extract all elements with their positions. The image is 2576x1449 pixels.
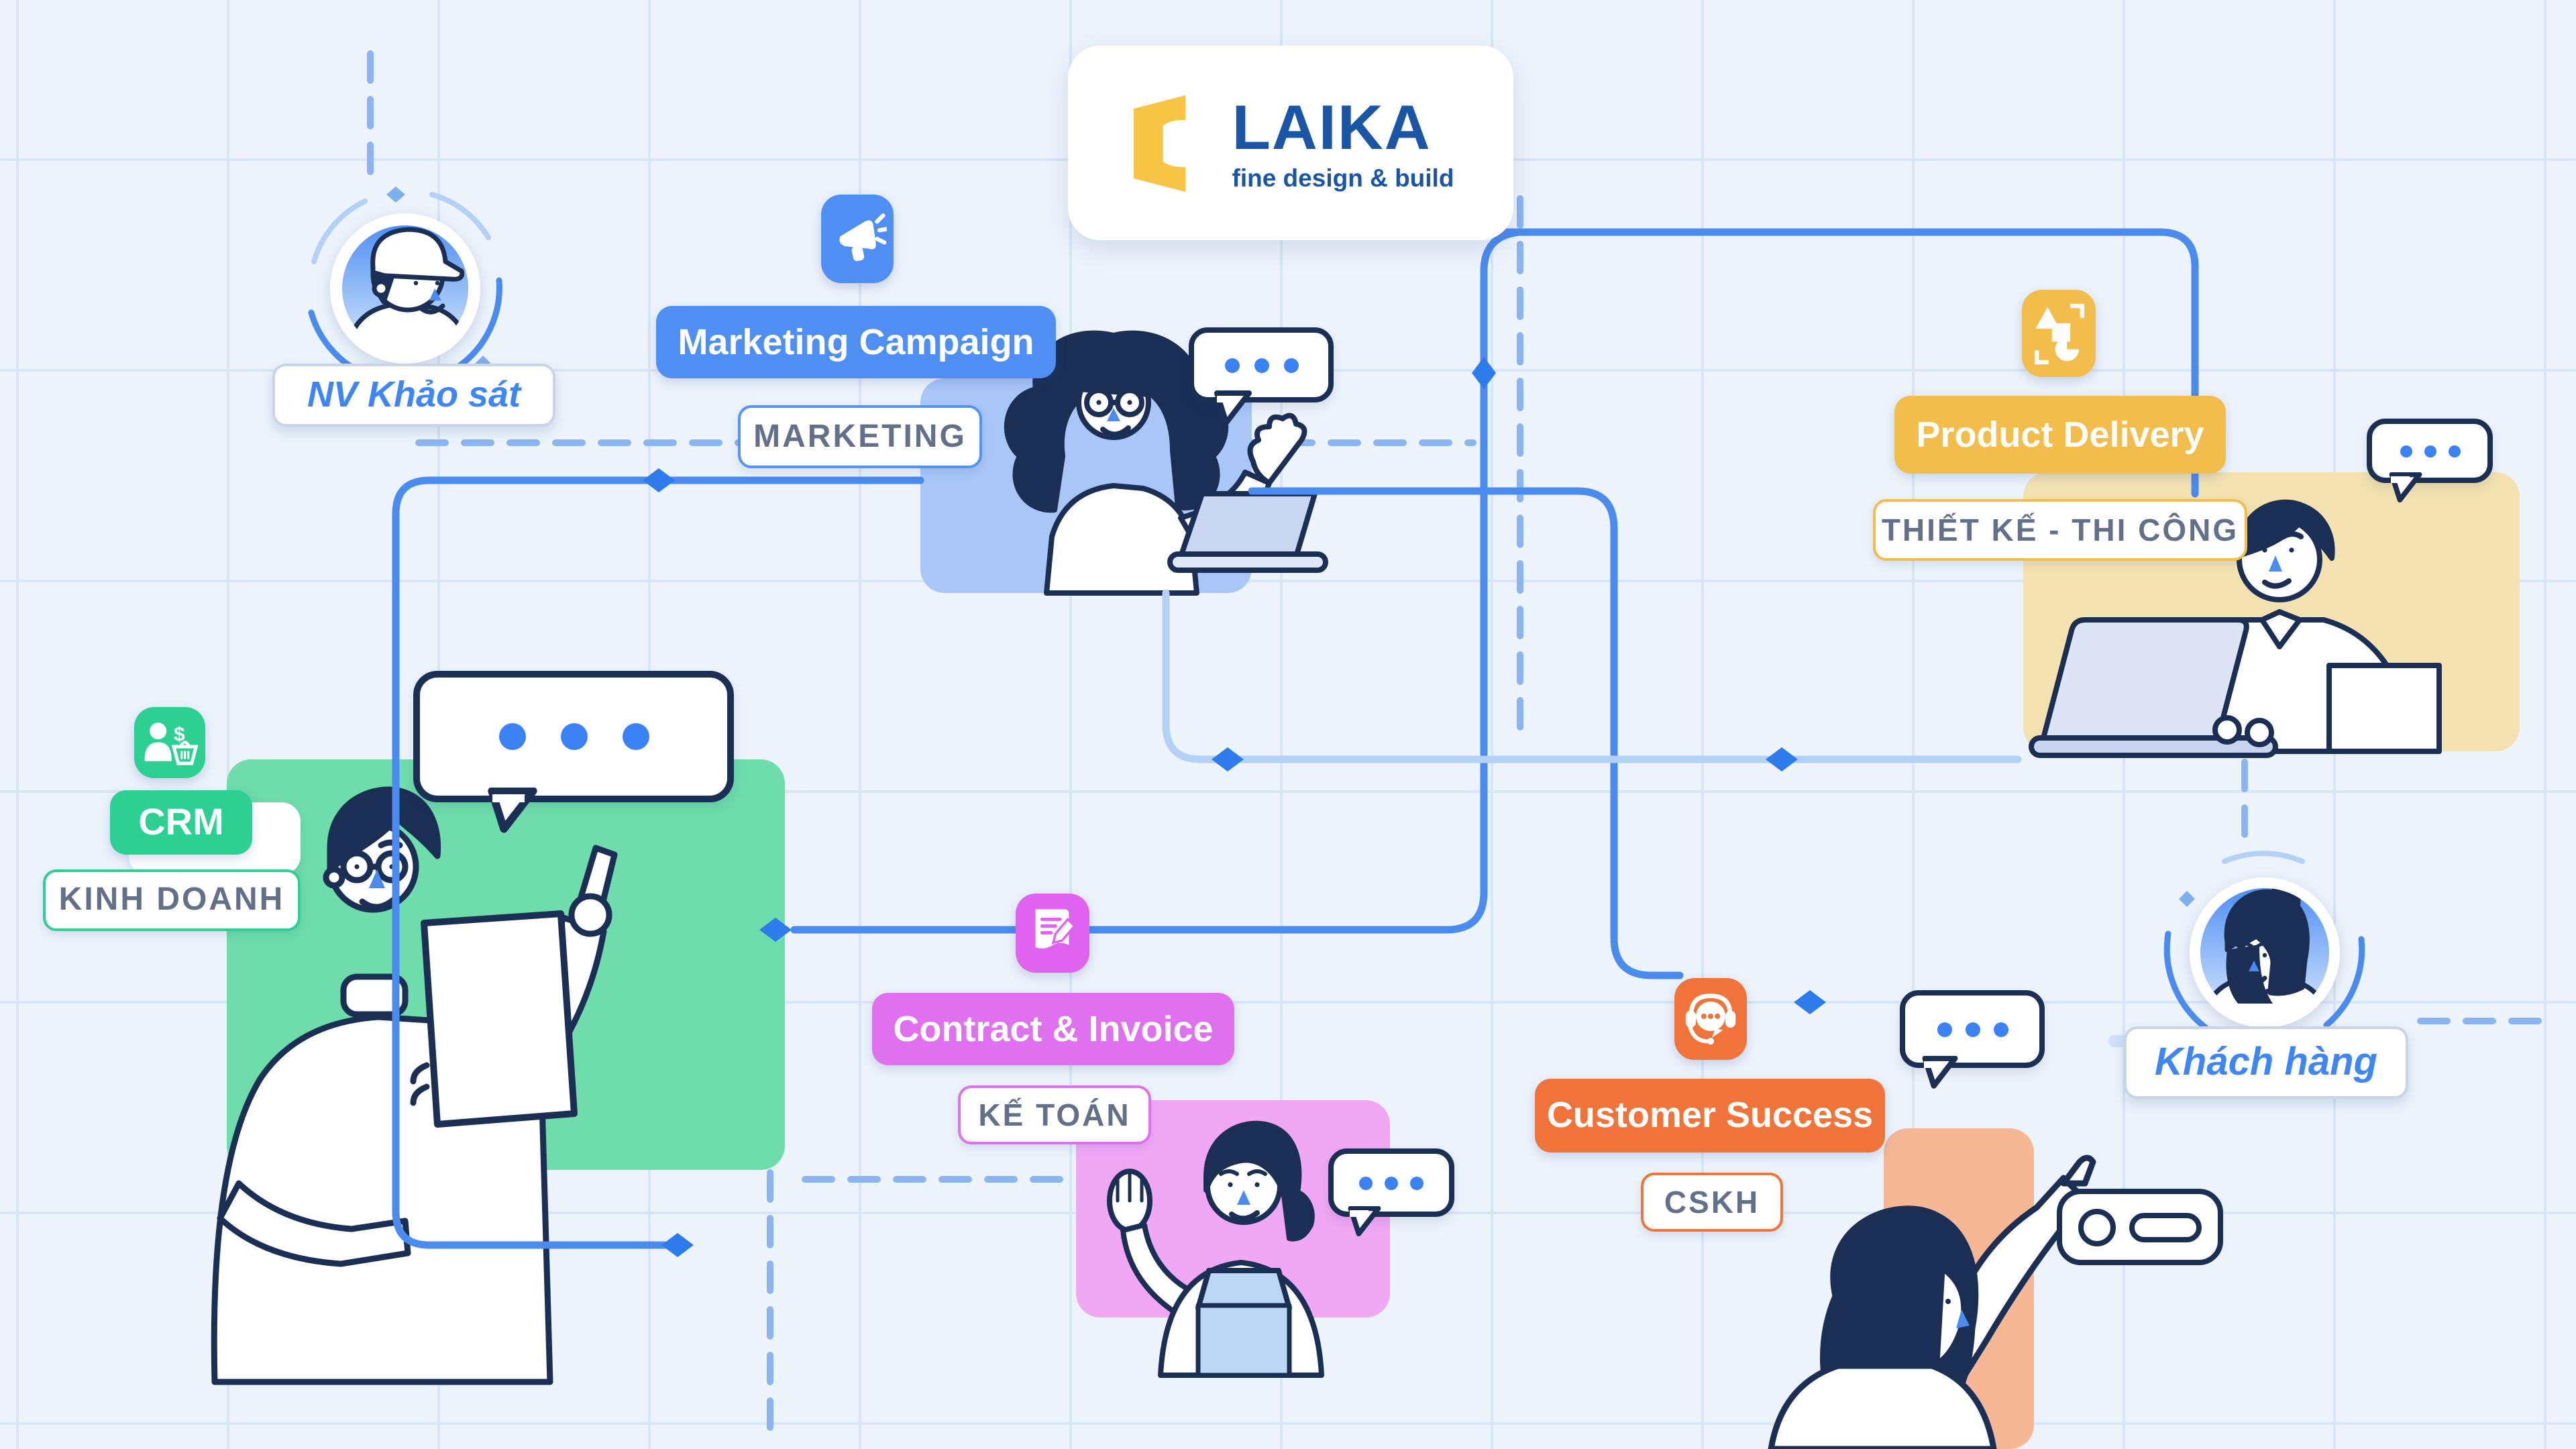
surveyor-label: NV Khảo sát bbox=[272, 364, 555, 427]
contract-title-pill: Contract & Invoice bbox=[872, 993, 1234, 1065]
customer-label-text: Khách hàng bbox=[2155, 1040, 2377, 1083]
laika-logo-card: LAIKA fine design & build bbox=[1068, 46, 1513, 240]
marketing-person-illustration bbox=[1004, 330, 1328, 596]
contract-subtitle: KẾ TOÁN bbox=[978, 1097, 1131, 1132]
marketing-title: Marketing Campaign bbox=[678, 321, 1034, 362]
svg-text:$: $ bbox=[173, 723, 184, 745]
accounting-person-illustration bbox=[1107, 1120, 1324, 1378]
crm-subtitle-pill: KINH DOANH bbox=[43, 869, 301, 931]
cs-subtitle-pill: CSKH bbox=[1641, 1173, 1783, 1232]
cs-person-illustration bbox=[1768, 1155, 2096, 1449]
connector-node-markers bbox=[643, 357, 1826, 1257]
support-headset-icon bbox=[1674, 978, 1747, 1060]
document-sign-icon bbox=[1016, 894, 1089, 973]
crm-title: CRM bbox=[138, 801, 224, 843]
toggle-knob bbox=[2078, 1208, 2116, 1246]
design-shapes-icon bbox=[2022, 290, 2096, 377]
customer-avatar bbox=[2157, 845, 2372, 1060]
cs-speech-bubble bbox=[1900, 990, 2045, 1089]
logo-name: LAIKA bbox=[1232, 91, 1432, 162]
surveyor-avatar bbox=[298, 181, 513, 396]
contract-title: Contract & Invoice bbox=[893, 1008, 1214, 1049]
delivery-subtitle: THIẾT KẾ - THI CÔNG bbox=[1881, 512, 2239, 547]
surveyor-label-text: NV Khảo sát bbox=[307, 374, 521, 415]
crm-subtitle: KINH DOANH bbox=[58, 881, 285, 918]
crm-speech-bubble bbox=[413, 671, 734, 833]
laika-door-icon bbox=[1134, 94, 1186, 192]
crm-person-illustration bbox=[211, 786, 618, 1385]
crm-title-pill: CRM bbox=[110, 790, 252, 855]
megaphone-icon bbox=[821, 195, 894, 283]
marketing-title-pill: Marketing Campaign bbox=[656, 306, 1056, 378]
contract-subtitle-pill: KẾ TOÁN bbox=[958, 1085, 1151, 1144]
logo-tagline: fine design & build bbox=[1232, 163, 1454, 192]
toggle-slot bbox=[2129, 1212, 2202, 1242]
marketing-subtitle-pill: MARKETING bbox=[738, 405, 982, 468]
customer-label: Khách hàng bbox=[2124, 1026, 2408, 1099]
toggle-control bbox=[2057, 1189, 2223, 1265]
delivery-subtitle-pill: THIẾT KẾ - THI CÔNG bbox=[1873, 499, 2247, 561]
delivery-title: Product Delivery bbox=[1916, 414, 2204, 454]
delivery-speech-bubble bbox=[2367, 419, 2493, 502]
cs-subtitle: CSKH bbox=[1664, 1184, 1760, 1219]
cs-title: Customer Success bbox=[1546, 1095, 1874, 1135]
customer-sale-icon: $ bbox=[134, 707, 205, 778]
marketing-subtitle: MARKETING bbox=[753, 418, 967, 454]
contract-speech-bubble bbox=[1328, 1148, 1454, 1236]
delivery-person-illustration bbox=[2029, 499, 2442, 758]
cs-title-pill: Customer Success bbox=[1535, 1079, 1885, 1152]
delivery-title-pill: Product Delivery bbox=[1894, 396, 2226, 474]
marketing-speech-bubble bbox=[1189, 327, 1334, 425]
